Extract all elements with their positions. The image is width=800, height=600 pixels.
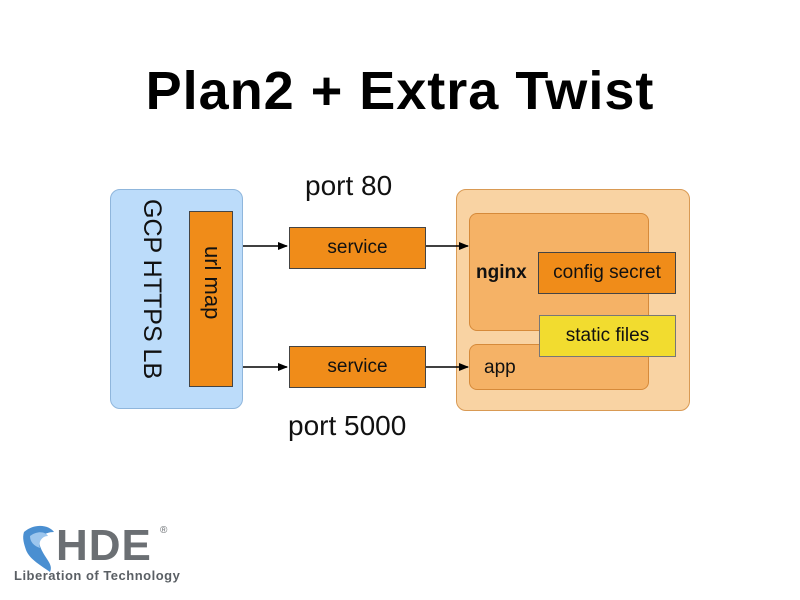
load-balancer-label: GCP HTTPS LB: [138, 199, 166, 380]
static-files-box: static files: [539, 315, 676, 357]
app-label: app: [484, 357, 516, 378]
nginx-label: nginx: [476, 262, 527, 283]
slide-title: Plan2 + Extra Twist: [145, 61, 655, 121]
static-files-label: static files: [565, 325, 650, 346]
port-80-label: port 80: [305, 170, 393, 201]
port-5000-label: port 5000: [288, 410, 407, 441]
config-secret-box: config secret: [538, 252, 676, 294]
service-label: service: [327, 237, 388, 258]
url-map-box: [189, 211, 233, 387]
logo-registered-mark: ®: [160, 525, 168, 536]
hde-logo-icon: [23, 525, 54, 572]
service-label: service: [327, 356, 388, 377]
url-map-label: url map: [200, 246, 225, 320]
logo-wordmark: HDE: [56, 521, 152, 570]
logo-tagline: Liberation of Technology: [14, 568, 181, 583]
service-box-top: service: [289, 227, 426, 269]
config-secret-label: config secret: [553, 262, 661, 283]
service-box-bottom: service: [289, 346, 426, 388]
